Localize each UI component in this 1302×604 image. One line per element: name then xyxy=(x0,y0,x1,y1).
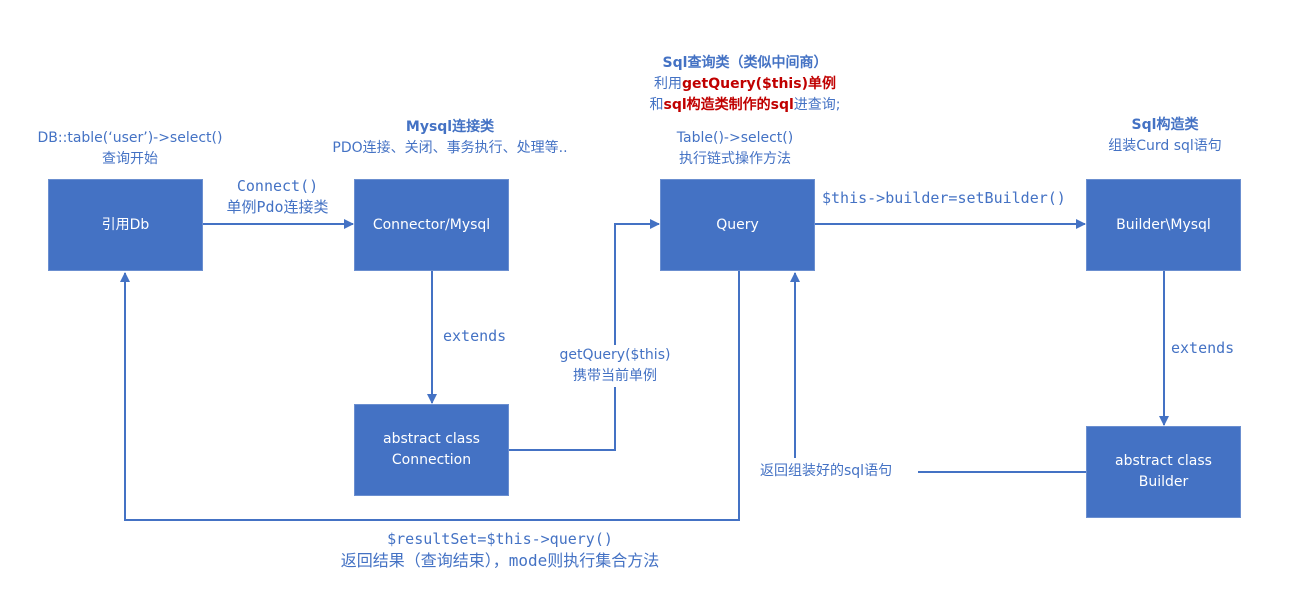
node-builder-mysql-label: Builder\Mysql xyxy=(1116,216,1211,233)
builder-mysql-caption-desc: 组装Curd sql语句 xyxy=(1108,138,1222,154)
node-builder-label-2: Builder xyxy=(1138,474,1189,490)
edge-query-to-db-line1: $resultSet=$this->query() xyxy=(387,530,613,548)
edge-connector-extends-label: extends xyxy=(443,327,507,345)
edge-db-to-connector-line2: 单例Pdo连接类 xyxy=(226,198,329,216)
node-query-label: Query xyxy=(716,216,759,233)
node-connection-label-2: Connection xyxy=(391,452,472,468)
node-db-label: 引用Db xyxy=(101,216,150,233)
edge-connection-to-query-label: getQuery($this) 携带当前单例 xyxy=(552,345,678,387)
connector-caption-desc: PDO连接、关闭、事务执行、处理等.. xyxy=(332,140,568,156)
node-builder-label-1: abstract class xyxy=(1115,453,1212,469)
edge-db-to-connector-label: Connect() 单例Pdo连接类 xyxy=(200,176,355,218)
node-connector-mysql[interactable]: Connector/Mysql xyxy=(354,179,509,271)
connector-caption-title: Mysql连接类 xyxy=(405,119,495,135)
edge-query-to-db-label: $resultSet=$this->query() 返回结果（查询结束），mod… xyxy=(280,529,720,571)
query-caption-line3-highlight: sql构造类制作的sql xyxy=(663,97,794,113)
node-builder-mysql[interactable]: Builder\Mysql xyxy=(1086,179,1241,271)
query-caption-line2-prefix: 利用 xyxy=(654,76,683,92)
query-caption-line2-highlight: getQuery($this)单例 xyxy=(682,76,836,92)
builder-mysql-caption-title: Sql构造类 xyxy=(1131,117,1199,133)
edge-query-to-builder-label: $this->builder=setBuilder() xyxy=(822,189,1066,207)
edge-builder-extends-label: extends xyxy=(1171,339,1235,357)
node-connection[interactable]: abstract class Connection xyxy=(354,404,509,496)
edge-connection-to-query xyxy=(509,219,660,451)
node-connector-label: Connector/Mysql xyxy=(372,216,491,233)
edge-builder-return-label: 返回组装好的sql语句 xyxy=(760,461,895,482)
db-caption-code: DB::table(‘user’)->select() xyxy=(37,130,223,146)
node-query[interactable]: Query xyxy=(660,179,815,271)
edge-connection-to-query-line2: 携带当前单例 xyxy=(573,368,657,384)
node-connection-label-1: abstract class xyxy=(383,431,480,447)
query-caption-line3-suffix: 进查询; xyxy=(793,97,841,113)
edge-connection-to-query-line1: getQuery($this) xyxy=(559,347,671,363)
edge-db-to-connector-line1: Connect() xyxy=(236,177,319,195)
query-caption-method: Table()->select() 执行链式操作方法 xyxy=(620,128,850,170)
query-caption-title: Sql查询类（类似中间商） xyxy=(662,55,828,71)
query-caption-line5: 执行链式操作方法 xyxy=(679,151,791,167)
query-caption-line3-prefix: 和 xyxy=(649,97,664,113)
edge-query-to-db-line2: 返回结果（查询结束），mode则执行集合方法 xyxy=(340,551,660,570)
db-caption: DB::table(‘user’)->select() 查询开始 xyxy=(0,128,260,170)
builder-mysql-caption: Sql构造类 组装Curd sql语句 xyxy=(1080,115,1250,157)
query-caption-line3: 和sql构造类制作的sql进查询; xyxy=(600,95,890,116)
connector-caption: Mysql连接类 PDO连接、关闭、事务执行、处理等.. xyxy=(290,117,610,159)
node-db[interactable]: 引用Db xyxy=(48,179,203,271)
edge-query-to-db xyxy=(120,271,740,521)
query-caption: Sql查询类（类似中间商） 利用getQuery($this)单例 和sql构造… xyxy=(600,53,890,116)
node-builder[interactable]: abstract class Builder xyxy=(1086,426,1241,518)
query-caption-line2: 利用getQuery($this)单例 xyxy=(600,74,890,95)
query-caption-line4: Table()->select() xyxy=(676,130,794,146)
db-caption-text: 查询开始 xyxy=(102,151,158,167)
